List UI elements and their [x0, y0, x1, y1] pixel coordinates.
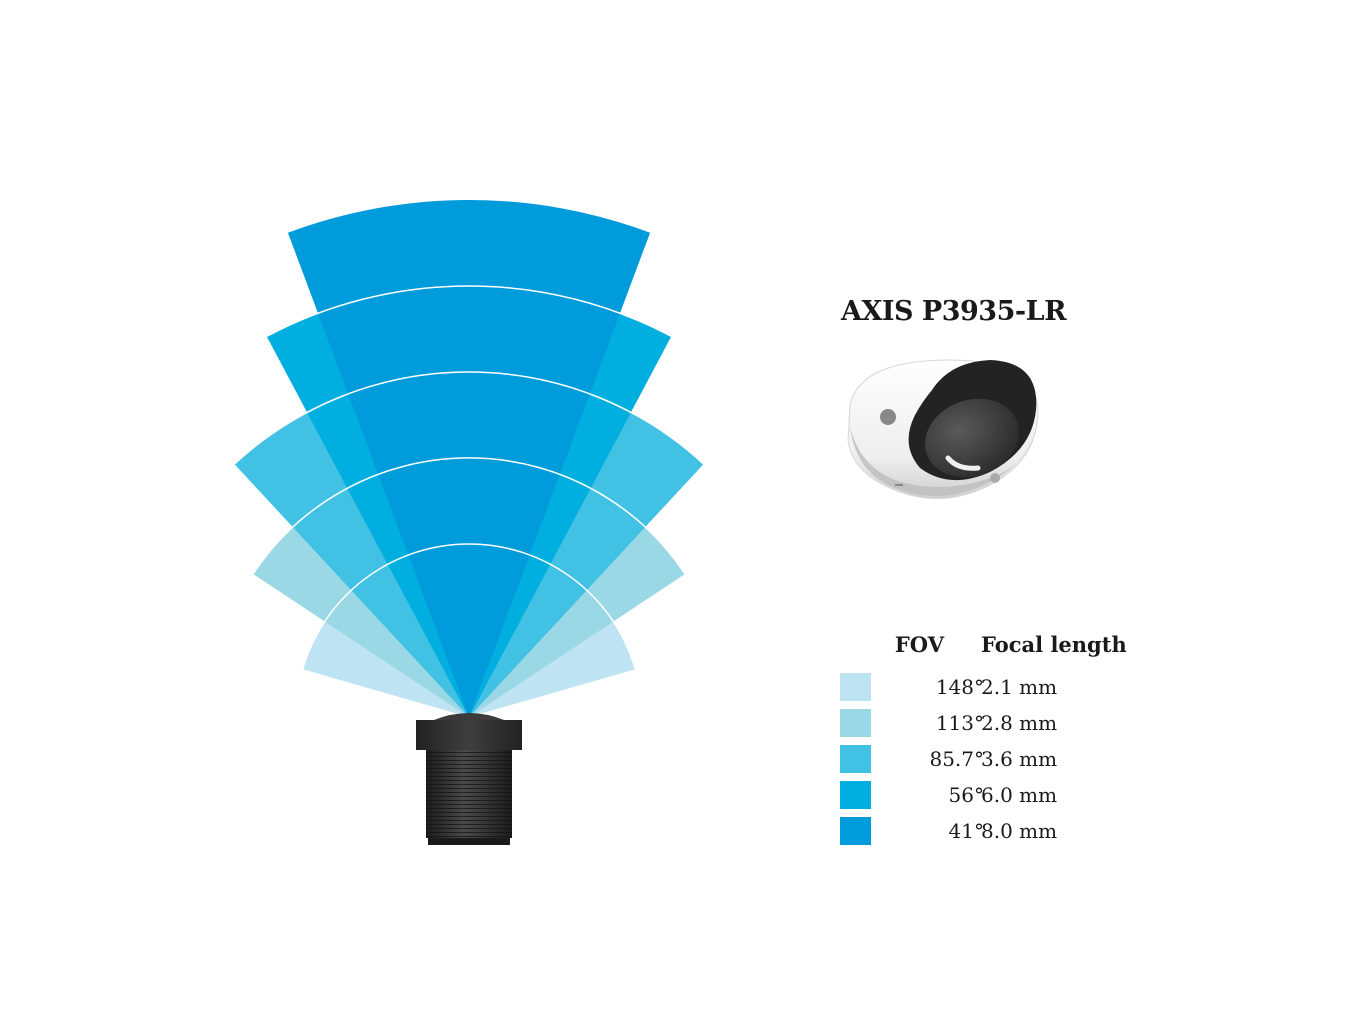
legend-swatch: [840, 781, 871, 809]
fov-sector-overlap: [318, 286, 620, 717]
legend-focal-value: 2.8 mm: [981, 711, 1058, 735]
legend-row: 85.7° 3.6 mm: [840, 745, 1140, 775]
legend-focal-value: 2.1 mm: [981, 675, 1058, 699]
legend-swatch: [840, 745, 871, 773]
legend-fov-value: 113°: [935, 711, 984, 735]
legend-row: 41° 8.0 mm: [840, 817, 1140, 847]
legend-header-focal: Focal length: [981, 632, 1127, 657]
fov-band-divider: [252, 457, 686, 575]
legend-row: 148° 2.1 mm: [840, 673, 1140, 703]
legend-row: 56° 6.0 mm: [840, 781, 1140, 811]
legend-swatch: [840, 709, 871, 737]
legend-fov-value: 148°: [935, 675, 984, 699]
fov-band-divider: [301, 543, 637, 670]
legend-fov-value: 41°: [948, 819, 984, 843]
legend-header-fov: FOV: [894, 632, 944, 657]
legend-swatch: [840, 817, 871, 845]
product-title: AXIS P3935-LR: [841, 296, 1067, 327]
legend-fov-value: 56°: [948, 783, 984, 807]
dome-camera-icon: [847, 359, 1039, 500]
legend-focal-value: 6.0 mm: [981, 783, 1058, 807]
fov-sectors: [233, 199, 705, 718]
fov-band-divider: [266, 285, 672, 338]
fov-band-divider: [233, 371, 705, 465]
legend-focal-value: 3.6 mm: [981, 747, 1058, 771]
legend-focal-value: 8.0 mm: [981, 819, 1058, 843]
legend-row: 113° 2.8 mm: [840, 709, 1140, 739]
legend-fov-value: 85.7°: [929, 747, 984, 771]
camera-lens-icon: [416, 713, 522, 845]
legend-swatch: [840, 673, 871, 701]
